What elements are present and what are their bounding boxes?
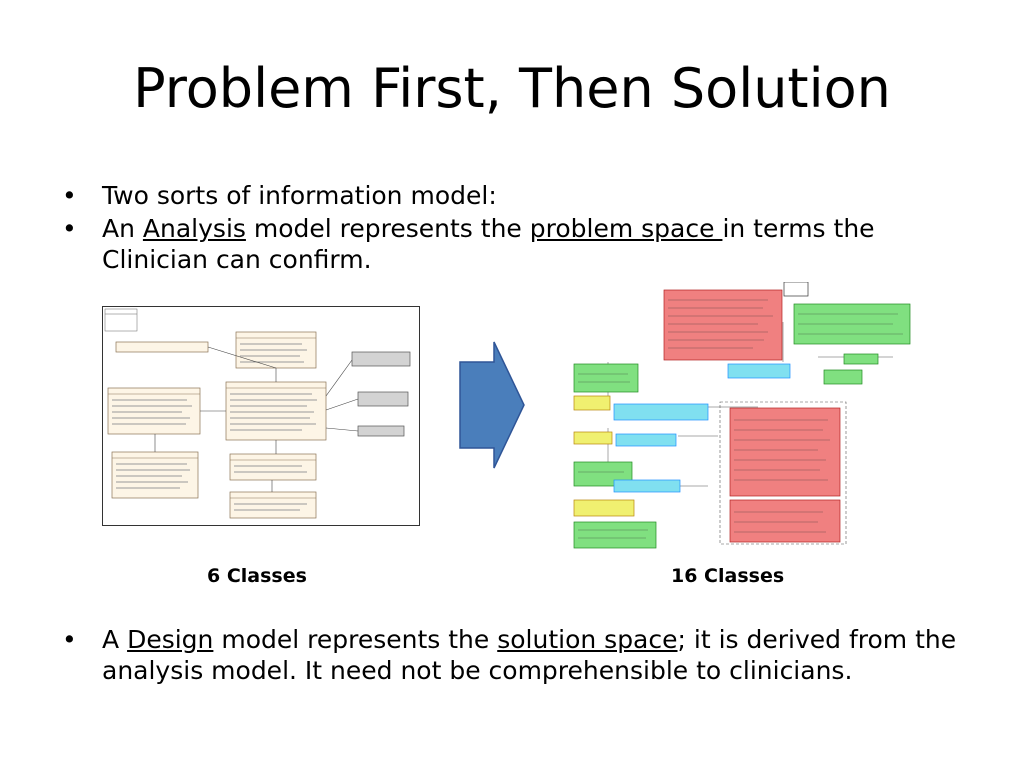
bottom-bullet-list: • A Design model represents the solution… bbox=[62, 624, 982, 688]
class-airway-management bbox=[229, 453, 317, 481]
cyan-class-boxes bbox=[613, 363, 791, 493]
design-model-diagram bbox=[573, 282, 911, 549]
class-medication-administration bbox=[235, 331, 317, 369]
yellow-class-boxes bbox=[573, 395, 635, 517]
bullet-text-post: ; it is derived from the analysis model.… bbox=[102, 625, 957, 685]
bullet-text-post: in terms the Clinician can confirm. bbox=[102, 214, 875, 274]
slide-title: Problem First, Then Solution bbox=[133, 57, 891, 120]
bullet-item: • Two sorts of information model: bbox=[62, 180, 982, 211]
diagram-connectors bbox=[154, 346, 359, 492]
class-cardiopulmonary-resuscitation bbox=[107, 387, 201, 435]
bullet-item: • An Analysis model represents the probl… bbox=[62, 213, 982, 275]
class-airway-device-placement bbox=[229, 491, 317, 519]
analysis-model-diagram bbox=[102, 306, 420, 526]
solution-space-link: solution space bbox=[497, 625, 678, 654]
class-right-boxes bbox=[351, 351, 411, 437]
bullet-dot: • bbox=[62, 214, 77, 243]
class-patient-assessment bbox=[115, 341, 209, 353]
left-figure-caption: 6 Classes bbox=[207, 565, 307, 587]
right-figure-caption: 16 Classes bbox=[671, 565, 785, 587]
class-procedure bbox=[225, 381, 327, 441]
bullet-text-pre: A bbox=[102, 625, 128, 654]
analysis-link: Analysis bbox=[142, 214, 246, 243]
red-class-boxes bbox=[663, 289, 841, 543]
right-arrow-icon bbox=[459, 341, 525, 469]
bullet-text-mid: model represents the bbox=[245, 214, 530, 243]
bullet-dot: • bbox=[62, 625, 77, 654]
bullet-text-mid: model represents the bbox=[213, 625, 498, 654]
bullet-dot: • bbox=[62, 181, 77, 210]
problem-space-link: problem space bbox=[529, 214, 723, 243]
top-bullet-list: • Two sorts of information model: • An A… bbox=[62, 180, 982, 277]
bullet-text: Two sorts of information model: bbox=[102, 181, 497, 210]
bullet-text-pre: An bbox=[102, 214, 143, 243]
class-device-assessment bbox=[111, 451, 199, 499]
design-link: Design bbox=[127, 625, 214, 654]
bullet-item: • A Design model represents the solution… bbox=[62, 624, 982, 686]
